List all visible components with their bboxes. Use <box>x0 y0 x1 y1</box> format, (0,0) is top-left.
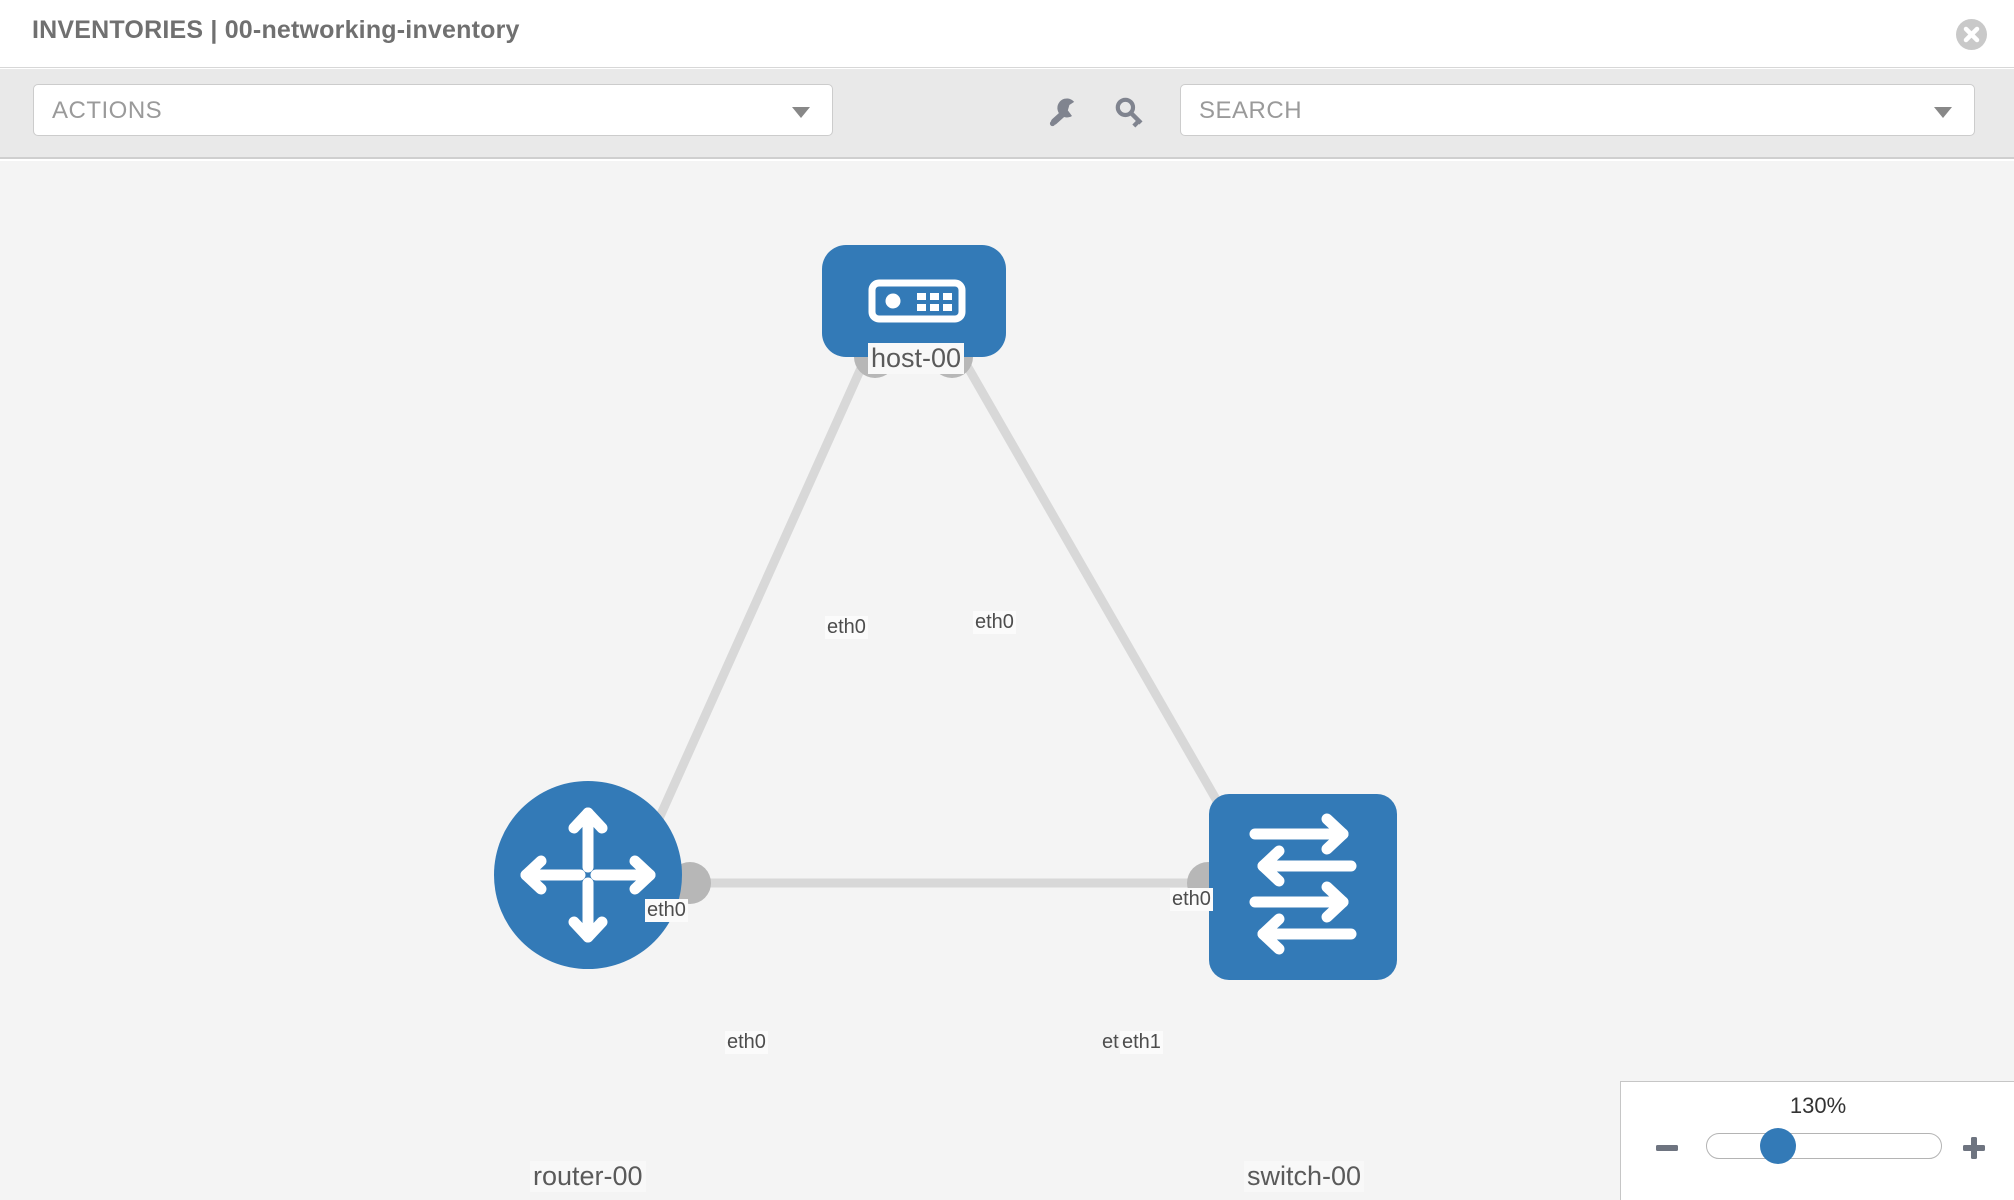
page-title: INVENTORIES | 00-networking-inventory <box>32 16 520 44</box>
interface-label-host00-eth0-right: eth0 <box>973 611 1016 634</box>
topology-node-router-00[interactable] <box>494 781 682 969</box>
page-header: INVENTORIES | 00-networking-inventory <box>0 0 2014 68</box>
chevron-down-icon[interactable] <box>1934 107 1952 118</box>
node-label-host-00: host-00 <box>868 343 965 374</box>
zoom-slider-thumb[interactable] <box>1760 1128 1796 1164</box>
zoom-control-panel: 130% <box>1620 1081 2014 1200</box>
link-host00-switch00 <box>958 354 1244 844</box>
switch-node-shape <box>1209 794 1397 980</box>
close-glyph <box>1963 26 1980 43</box>
topology-node-switch-00[interactable] <box>1209 794 1397 980</box>
interface-label-host00-eth0-left: eth0 <box>825 616 868 639</box>
link-host00-router00 <box>635 355 871 863</box>
key-icon[interactable] <box>1110 92 1150 132</box>
minus-glyph <box>1656 1145 1678 1151</box>
close-icon[interactable] <box>1956 19 1987 50</box>
switch-icon <box>1249 813 1357 955</box>
interface-label-router00-eth0: eth0 <box>725 1031 768 1054</box>
topology-canvas[interactable]: host-00 router-00 <box>0 161 2014 1200</box>
actions-dropdown-label: ACTIONS <box>52 97 163 124</box>
topology-node-host-00[interactable] <box>822 245 1006 357</box>
node-label-switch-00: switch-00 <box>1244 1161 1365 1192</box>
zoom-slider-track[interactable] <box>1706 1133 1942 1159</box>
interface-label-switch00-eth0-up: eth0 <box>1170 888 1213 911</box>
zoom-level-label: 130% <box>1789 1093 1847 1118</box>
minus-icon[interactable] <box>1654 1135 1680 1161</box>
chevron-down-icon <box>792 107 810 118</box>
search-input[interactable]: SEARCH <box>1180 84 1975 136</box>
search-placeholder: SEARCH <box>1199 97 1303 124</box>
plus-icon[interactable] <box>1961 1135 1987 1161</box>
topology-links-layer <box>635 336 1261 904</box>
router-icon <box>520 807 656 943</box>
server-icon <box>868 279 966 323</box>
node-label-router-00: router-00 <box>530 1161 646 1192</box>
interface-label-switch00-eth1: eth1 <box>1120 1031 1163 1054</box>
host-node-shape <box>822 245 1006 357</box>
key-glyph <box>1115 97 1143 128</box>
actions-dropdown[interactable]: ACTIONS <box>33 84 833 136</box>
wrench-glyph <box>1049 98 1075 127</box>
interface-label-router00-eth0-up: eth0 <box>645 899 688 922</box>
plus-glyph <box>1963 1137 1985 1159</box>
wrench-icon[interactable] <box>1043 92 1083 132</box>
